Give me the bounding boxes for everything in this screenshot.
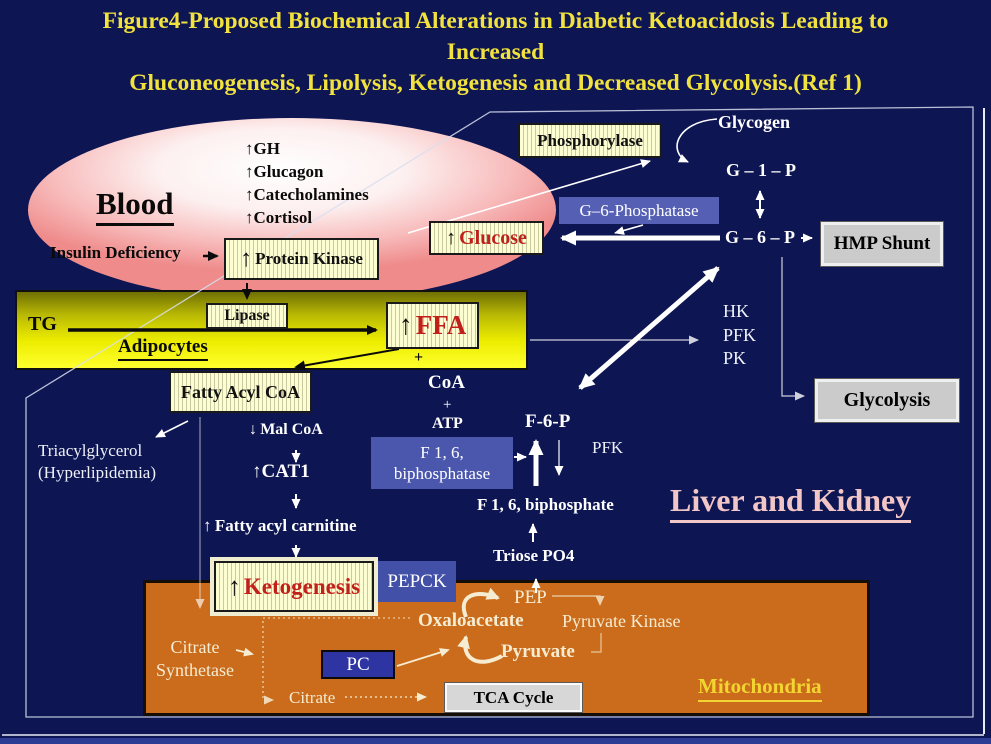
protein-kinase-box: ↑ Protein Kinase	[224, 238, 379, 280]
pepck-box: PEPCK	[378, 561, 456, 602]
arrow-f6p-g6p	[578, 266, 720, 390]
hormone-gh: ↑GH	[245, 139, 280, 158]
mal-coa-label: ↓ Mal CoA	[249, 421, 323, 438]
up-arrow: ↑	[227, 571, 241, 601]
pfk-side-label: PFK	[592, 438, 624, 457]
g6p-label: G – 6 – P	[725, 227, 795, 247]
blood-label: Blood	[96, 186, 174, 226]
protein-kinase-label: Protein Kinase	[255, 249, 363, 268]
hmp-shunt-box: HMP Shunt	[821, 222, 943, 266]
glycogen-label: Glycogen	[718, 112, 790, 132]
pyruvate-label: Pyruvate	[501, 641, 575, 662]
fatty-acyl-carnitine-label: ↑ Fatty acyl carnitine	[203, 516, 357, 535]
pep-label: PEP	[514, 587, 547, 608]
arrow-to-triacylglycerol	[155, 420, 189, 438]
title-line-1: Figure4-Proposed Biochemical Alterations…	[102, 8, 889, 34]
tg-label: TG	[28, 313, 57, 335]
hk-label: HK	[723, 301, 749, 321]
hormone-glucagon: ↑Glucagon	[245, 162, 324, 181]
slide-bottom-strip	[0, 738, 991, 744]
hormone-list: ↑GH ↑Glucagon ↑Catecholamines ↑Cortisol	[245, 137, 369, 229]
atp-label: ATP	[432, 415, 463, 432]
up-arrow: ↑	[252, 461, 262, 482]
title-line-3: Gluconeogenesis, Lipolysis, Ketogenesis …	[129, 70, 862, 96]
insulin-deficiency-label: Insulin Deficiency	[50, 243, 181, 262]
glycolysis-box: Glycolysis	[815, 379, 959, 422]
up-arrow: ↑	[245, 208, 254, 227]
pfk-label: PFK	[723, 324, 757, 345]
glycolysis-enzymes: HK PFK PK	[723, 300, 756, 371]
pc-box: PC	[321, 650, 395, 679]
up-arrow: ↑	[245, 139, 254, 158]
connector-g6p-to-glycolysis	[781, 257, 805, 401]
citrate-synthetase-label: Citrate Synthetase	[156, 637, 234, 680]
hormone-cortisol: ↑Cortisol	[245, 208, 313, 227]
liver-kidney-label: Liver and Kidney	[670, 482, 912, 523]
arrow-g6phosphatase	[614, 224, 644, 235]
up-arrow: ↑	[446, 226, 457, 249]
slide-title: Figure4-Proposed Biochemical Alterations…	[0, 6, 991, 99]
f16-biphosphatase-box: F 1, 6, biphosphatase	[371, 437, 513, 489]
plus-sign: +	[443, 397, 452, 413]
mitochondria-label: Mitochondria	[698, 674, 822, 702]
triose-po4-label: Triose PO4	[493, 546, 575, 565]
cat1-label: ↑CAT1	[252, 461, 310, 482]
glucose-box: ↑ Glucose	[429, 221, 544, 255]
up-arrow: ↑	[240, 245, 253, 272]
ffa-label: FFA	[415, 310, 467, 340]
fatty-acyl-coa-box: Fatty Acyl CoA	[169, 371, 312, 413]
down-arrow: ↓	[249, 421, 257, 438]
tca-cycle-box: TCA Cycle	[445, 683, 582, 712]
title-line-2: Increased	[446, 39, 545, 65]
pk-label: PK	[723, 348, 747, 368]
f6p-label: F-6-P	[525, 411, 571, 432]
arrow-glycogen-to-g1p	[676, 118, 718, 163]
plus-sign: +	[414, 349, 424, 366]
hormone-catecholamines: ↑Catecholamines	[245, 185, 369, 204]
g1p-label: G – 1 – P	[726, 160, 796, 180]
up-arrow: ↑	[398, 309, 413, 341]
triacylglycerol-label: Triacylglycerol (Hyperlipidemia)	[38, 441, 157, 482]
phosphorylase-box: Phosphorylase	[518, 123, 662, 158]
up-arrow: ↑	[245, 162, 254, 181]
pyruvate-kinase-label: Pyruvate Kinase	[562, 611, 681, 631]
g6-phosphatase-box: G–6-Phosphatase	[559, 197, 719, 224]
f16-biphosphate-label: F 1, 6, biphosphate	[477, 495, 614, 514]
ketogenesis-label: Ketogenesis	[243, 573, 361, 599]
oxaloacetate-label: Oxaloacetate	[418, 610, 524, 631]
lipase-box: Lipase	[206, 303, 288, 329]
ketogenesis-box: ↑ Ketogenesis	[214, 561, 374, 612]
adipocytes-label: Adipocytes	[118, 336, 208, 361]
coa-label: CoA	[428, 372, 465, 393]
up-arrow: ↑	[245, 185, 254, 204]
ffa-box: ↑ FFA	[386, 302, 479, 349]
citrate-label: Citrate	[289, 688, 336, 707]
glucose-label: Glucose	[459, 226, 527, 249]
up-arrow: ↑	[203, 516, 212, 535]
